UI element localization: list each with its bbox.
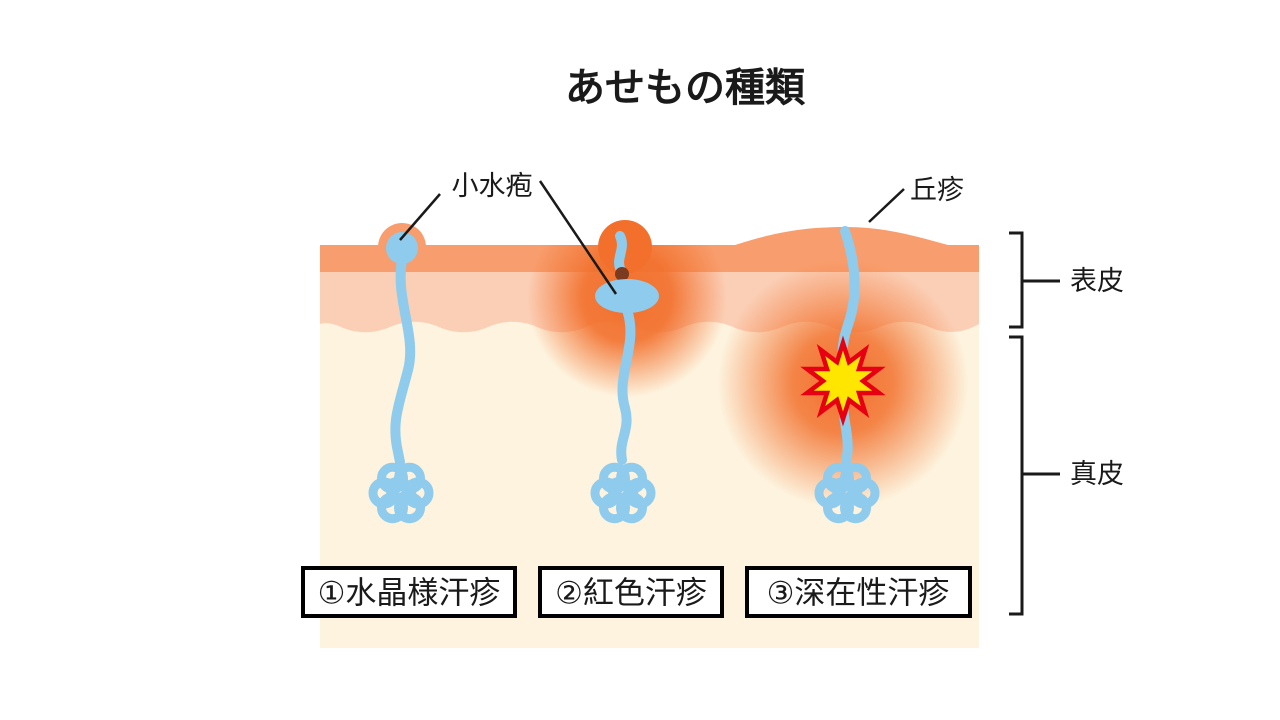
- rubra-sweat-plug: [615, 267, 629, 281]
- type-label-rubra-text: ②紅色汗疹: [555, 576, 707, 611]
- dermis-bracket: [1009, 335, 1060, 616]
- profunda-inflammation-burst: [800, 335, 886, 427]
- dermis-label: 真皮: [1070, 459, 1124, 489]
- type-box-profunda: [745, 566, 972, 618]
- blister-callout-label: 小水疱: [452, 171, 533, 201]
- type-label-crystallina: ①水晶様汗疹: [301, 566, 517, 618]
- type-label-profunda-text: ③深在性汗疹: [767, 576, 950, 611]
- type-box-rubra: [538, 566, 724, 618]
- papule-callout-label: 丘疹: [910, 175, 964, 205]
- type-label-profunda: ③深在性汗疹: [745, 566, 972, 618]
- type-label-rubra: ②紅色汗疹: [538, 566, 724, 618]
- type-box-crystallina: [301, 566, 517, 618]
- rubra-sweat-duct: [616, 305, 636, 465]
- epidermis-bracket: [1009, 231, 1060, 329]
- epidermis-label: 表皮: [1070, 266, 1124, 296]
- papule-pointer-line: [868, 188, 905, 223]
- page-title: あせもの種類: [565, 66, 806, 110]
- crystallina-sweat-duct: [390, 255, 416, 467]
- blister-pointer-line-left: [399, 193, 441, 241]
- rubra-duct-stub: [614, 231, 627, 273]
- type-label-crystallina-text: ①水晶様汗疹: [318, 576, 501, 611]
- crystallina-blister: [386, 232, 418, 264]
- blister-pointer-line-right: [538, 180, 618, 295]
